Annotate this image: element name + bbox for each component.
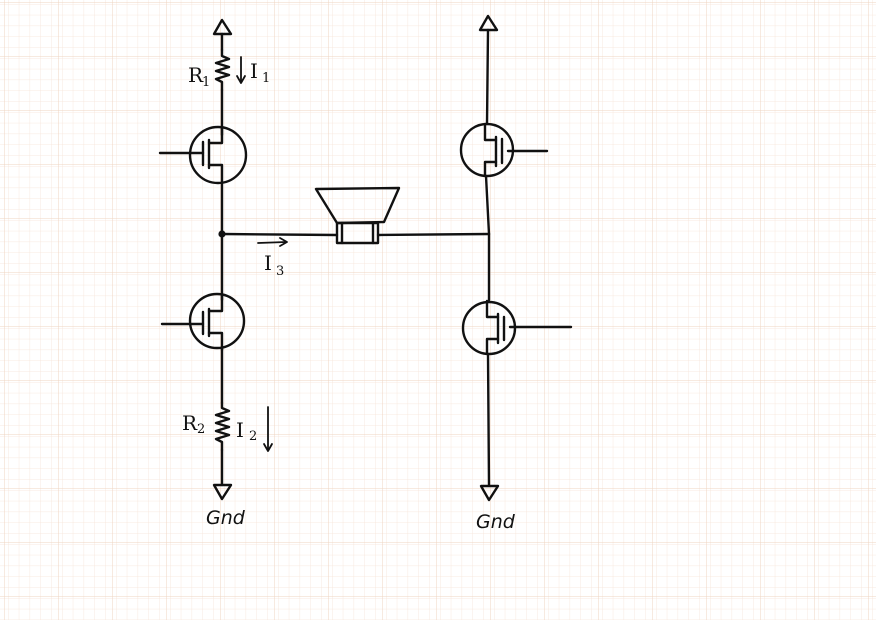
- ground-left-label: Gnd: [206, 507, 246, 529]
- r1-name: R: [188, 63, 204, 87]
- i1-subscript: 1: [262, 71, 270, 86]
- transistor-bottom-left: [160, 292, 246, 352]
- r1-subscript: 1: [202, 75, 210, 90]
- resistor-r1: [214, 48, 231, 92]
- current-i1-label: I 1: [250, 59, 270, 86]
- transistor-top-left: [158, 125, 248, 185]
- current-arrow-i3: [257, 237, 288, 247]
- current-i3-label: I 3: [264, 251, 284, 279]
- ground-right: [479, 484, 500, 502]
- ground-left: [212, 483, 233, 501]
- i1-name: I: [250, 59, 258, 83]
- i3-subscript: 3: [276, 264, 284, 279]
- r2-name: R: [182, 411, 198, 435]
- current-arrow-i2: [263, 406, 273, 452]
- r2-subscript: 2: [197, 422, 205, 437]
- resistor-r1-label: R 1: [188, 63, 210, 90]
- resistor-r2: [214, 401, 231, 452]
- i3-name: I: [264, 251, 272, 275]
- current-arrow-i1: [236, 56, 246, 84]
- resistor-r2-label: R 2: [182, 411, 205, 437]
- supply-arrow-right: [478, 14, 499, 126]
- current-i2-label: I 2: [236, 418, 257, 444]
- supply-arrow-left: [212, 18, 233, 52]
- i2-name: I: [236, 418, 244, 442]
- ground-right-label: Gnd: [476, 511, 516, 533]
- speaker-load: [314, 186, 401, 245]
- i2-subscript: 2: [249, 429, 257, 444]
